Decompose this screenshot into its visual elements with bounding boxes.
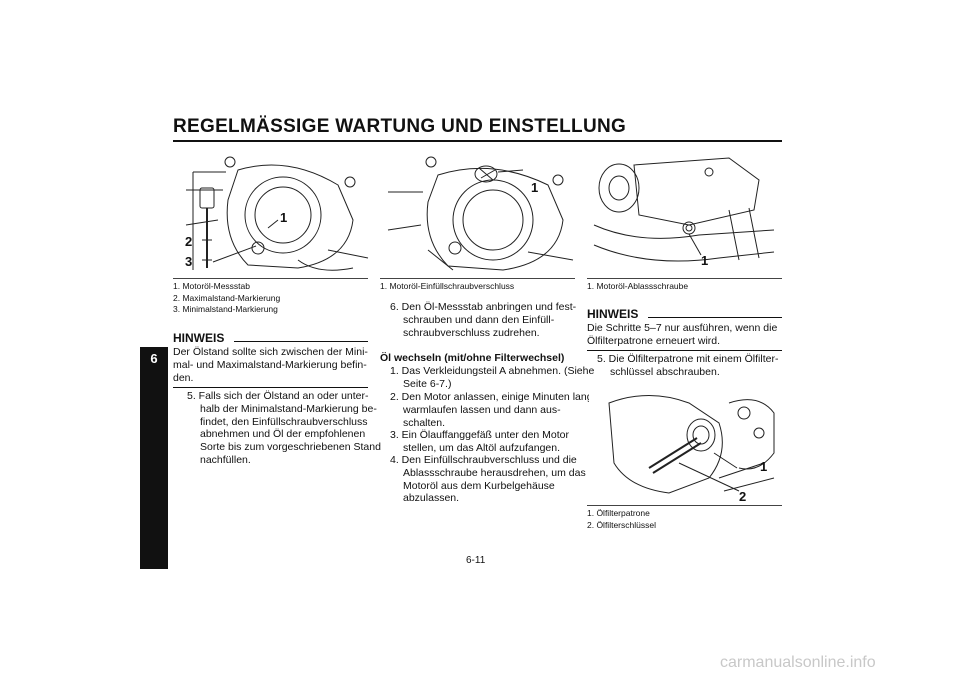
callout-1: 1: [760, 459, 767, 474]
hinweis-rule: [648, 317, 782, 318]
chapter-number: 6: [150, 351, 158, 366]
callout-1: 1: [531, 180, 538, 195]
chapter-tab: [140, 347, 168, 569]
hinweis-heading: HINWEIS: [173, 331, 225, 345]
hinweis-heading: HINWEIS: [587, 307, 639, 321]
figure-filler-cap: 1: [383, 150, 575, 275]
caption-item: 2. Maximalstand-Markierung: [173, 292, 281, 303]
engine-dipstick-illustration: 1 2 3: [185, 156, 369, 271]
caption-list: 1. Ölfilterpatrone 2. Ölfilterschlüssel: [587, 508, 656, 531]
drain-bolt-illustration: 1: [593, 157, 775, 268]
oil-change-heading: Öl wechseln (mit/ohne Filterwechsel): [380, 352, 565, 364]
callout-1: 1: [701, 253, 708, 268]
oil-change-step-4: 4. Den Einfüllschraubverschluss und die …: [390, 454, 586, 505]
figure-drain-bolt: 1: [589, 150, 781, 275]
callout-1: 1: [280, 210, 287, 225]
caption-list: 1. Motoröl-Ablassschraube: [587, 281, 688, 293]
caption-list: 1. Motoröl-Einfüllschraubverschluss: [380, 281, 514, 293]
watermark: carmanualsonline.info: [720, 654, 876, 671]
hinweis-end-rule: [587, 350, 782, 351]
oil-change-step-1: 1. Das Verkleidungsteil A abnehmen. (Sie…: [390, 365, 595, 390]
hinweis-rule: [234, 341, 368, 342]
step-5b-text: 5. Die Ölfilterpatrone mit einem Ölfilte…: [597, 353, 779, 378]
page-title: REGELMÄSSIGE WARTUNG UND EINSTELLUNG: [173, 116, 627, 137]
figure-oil-filter: 1 2: [589, 383, 781, 504]
caption-item: 1. Motoröl-Messstab: [173, 281, 250, 291]
caption-item: 1. Motoröl-Einfüllschraubverschluss: [380, 281, 515, 291]
caption-list: 1. Motoröl-Messstab 2. Maximalstand-Mark…: [173, 281, 280, 316]
hinweis-text: Der Ölstand sollte sich zwischen der Min…: [173, 346, 368, 384]
caption-item: 2. Ölfilterschlüssel: [587, 519, 656, 530]
caption-item: 3. Minimalstand-Markierung: [173, 304, 278, 314]
caption-item: 1. Ölfilterpatrone: [587, 508, 650, 518]
caption-rule: [380, 278, 575, 279]
title-rule: [173, 140, 782, 142]
caption-rule: [173, 278, 368, 279]
callout-2: 2: [739, 489, 746, 503]
engine-filler-cap-illustration: 1: [387, 156, 574, 271]
caption-rule: [587, 278, 782, 279]
page-number: 6-11: [466, 555, 486, 566]
caption-rule: [587, 505, 782, 506]
hinweis-end-rule: [173, 387, 368, 388]
callout-2: 2: [185, 234, 192, 249]
step-6-text: 6. Den Öl-Messstab anbringen und fest-sc…: [390, 301, 577, 339]
step-5-text: 5. Falls sich der Ölstand an oder unter-…: [187, 390, 381, 466]
callout-3: 3: [185, 254, 192, 269]
oil-change-step-3: 3. Ein Ölauffanggefäß unter den Motor st…: [390, 429, 570, 454]
hinweis-text: Die Schritte 5–7 nur ausführen, wenn die…: [587, 322, 778, 347]
oil-change-step-2: 2. Den Motor anlassen, einige Minuten la…: [390, 391, 593, 429]
caption-item: 1. Motoröl-Ablassschraube: [587, 281, 689, 291]
figure-dipstick: 1 2 3: [178, 150, 370, 275]
oil-filter-wrench-illustration: 1 2: [608, 395, 775, 504]
